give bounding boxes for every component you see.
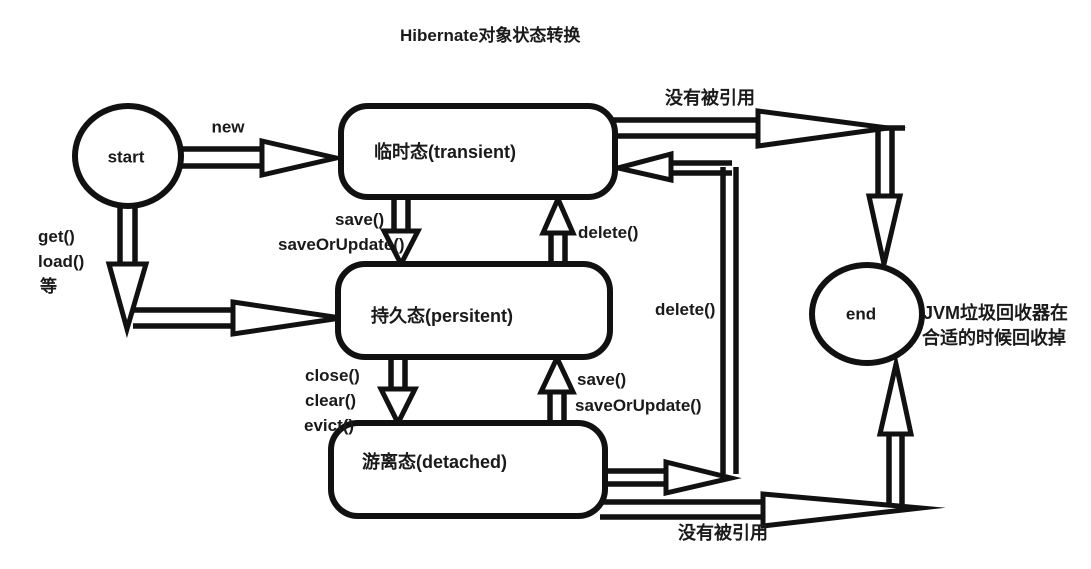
- persistent-node-box: [335, 261, 613, 360]
- edge-label-evict: evict(): [304, 416, 355, 435]
- arrow-detached-to-persistent: [537, 352, 577, 423]
- edge-label-load: load(): [38, 252, 85, 271]
- edge-label-clear: clear(): [305, 391, 357, 410]
- edge-label-save-or-update-down: saveOrUpdate(): [278, 235, 405, 254]
- arrow-transient-to-end: [613, 108, 907, 276]
- edge-label-delete-detached: delete(): [655, 300, 716, 319]
- edge-label-get: get(): [38, 227, 75, 246]
- edge-label-not-referenced-top: 没有被引用: [665, 88, 755, 108]
- arrow-persistent-to-transient: [539, 192, 577, 264]
- arrow-start-down: [105, 203, 150, 339]
- edge-label-new: new: [211, 117, 245, 137]
- arrow-detached-to-transient: [603, 150, 742, 497]
- edge-label-save-up: save(): [577, 370, 627, 389]
- edge-label-close: close(): [305, 366, 360, 385]
- edge-label-save-down: save(): [335, 210, 385, 229]
- edge-label-save-or-update-up: saveOrUpdate(): [575, 396, 702, 415]
- arrow-to-persistent-left: [133, 299, 359, 337]
- detached-node-box: [328, 420, 608, 519]
- edge-label-delete-up: delete(): [578, 223, 639, 242]
- arrow-persistent-to-detached: [376, 357, 420, 429]
- arrow-transient-to-persistent: [379, 197, 423, 270]
- end-node-circle: [809, 262, 925, 366]
- arrow-start-to-transient: [180, 137, 348, 179]
- edge-label-etc: 等: [40, 277, 57, 296]
- arrow-detached-to-end: [600, 352, 946, 529]
- jvm-note-line1: JVM垃圾回收器在: [923, 303, 1069, 323]
- end-node-label: end: [845, 304, 877, 324]
- jvm-note-line2: 合适的时候回收掉: [922, 328, 1066, 348]
- transient-node-box: [338, 103, 618, 200]
- persistent-node-label: 持久态(persitent): [371, 306, 514, 326]
- start-node-label: start: [107, 147, 145, 167]
- detached-node-label: 游离态(detached): [362, 452, 508, 472]
- diagram-title: Hibernate对象状态转换: [400, 26, 581, 45]
- edge-label-not-referenced-bottom: 没有被引用: [678, 523, 768, 543]
- start-node-circle: [72, 103, 184, 209]
- transient-node-label: 临时态(transient): [374, 142, 517, 162]
